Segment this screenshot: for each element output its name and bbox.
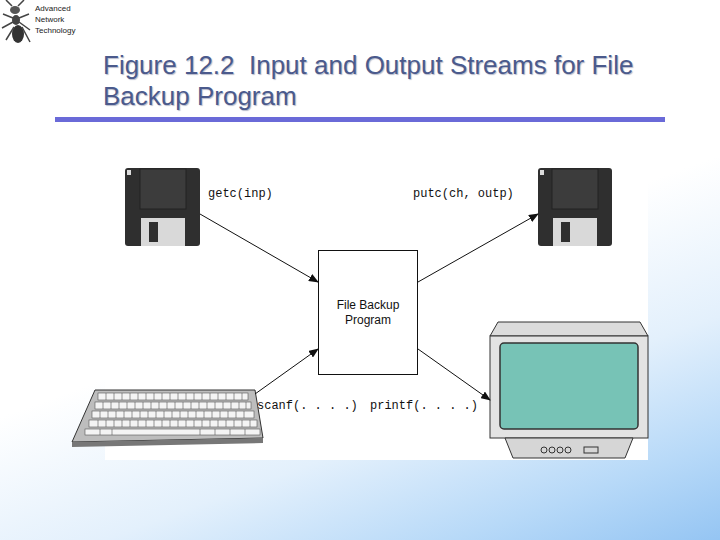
process-box: File Backup Program <box>318 250 418 375</box>
drawing-part <box>490 336 648 438</box>
drawing-part <box>557 447 563 453</box>
drawing-part <box>149 222 158 242</box>
drawing-part <box>552 169 598 209</box>
drawing-part <box>418 349 490 400</box>
box-text: File Backup Program <box>336 298 400 328</box>
drawing-part <box>141 218 185 246</box>
drawing-part <box>85 429 260 435</box>
drawing-part <box>10 6 20 14</box>
drawing-part <box>541 447 598 453</box>
slide-title: Figure 12.2 Input and Output Streams for… <box>103 50 663 112</box>
drawing-part <box>540 170 544 175</box>
drawing-part <box>2 0 30 42</box>
stream-arrows <box>200 214 538 400</box>
drawing-part <box>490 322 648 336</box>
drawing-part <box>127 170 131 175</box>
floppy-disk-input <box>125 168 200 246</box>
drawing-part <box>72 438 263 447</box>
drawing-part <box>538 168 612 246</box>
drawing-part <box>125 168 200 246</box>
drawing-part <box>505 438 633 458</box>
drawing-part <box>98 393 248 400</box>
drawing-part <box>200 214 318 282</box>
drawing-part <box>140 169 186 209</box>
drawing-part <box>418 214 538 282</box>
floppy-disk-output <box>538 168 612 246</box>
drawing-part <box>255 349 318 394</box>
drawing-part <box>12 15 20 25</box>
drawing-part <box>500 343 638 429</box>
keyboard <box>72 390 263 447</box>
drawing-part <box>85 393 260 435</box>
drawing-part <box>553 218 597 246</box>
drawing-part <box>98 393 250 435</box>
monitor <box>490 322 648 458</box>
stream-call: scanf(. . . .) <box>257 399 358 413</box>
drawing-part <box>72 390 263 442</box>
stream-call: getc(inp) <box>208 187 273 201</box>
stream-call: putc(ch, outp) <box>413 187 514 201</box>
drawing-part <box>584 447 598 453</box>
drawing-part <box>541 447 547 453</box>
logo-text: Advanced Network Technology <box>35 3 87 36</box>
drawing-part <box>549 447 555 453</box>
drawing-part <box>565 447 571 453</box>
drawing-part <box>95 402 251 409</box>
drawing-part <box>561 222 570 242</box>
stream-call: printf(. . . .) <box>370 399 478 413</box>
logo-ant <box>2 0 30 43</box>
title-rule <box>55 117 665 122</box>
